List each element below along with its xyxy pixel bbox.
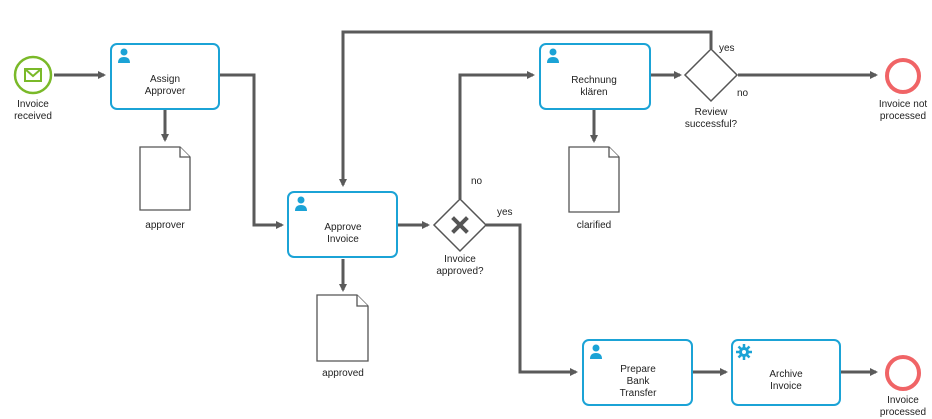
end-event-not-processed-line2: processed	[880, 111, 926, 122]
envelope-icon	[24, 68, 42, 82]
data-object-approved-label: approved	[322, 368, 364, 379]
start-event-label-line1: Invoice	[17, 99, 49, 110]
flow-assign-to-approve	[220, 73, 284, 229]
data-object-approver[interactable]	[139, 146, 191, 211]
user-icon	[118, 48, 130, 63]
task-prepare-bank-transfer-line2: Bank	[627, 376, 651, 387]
data-associations	[161, 109, 598, 292]
task-prepare-bank-transfer[interactable]: Prepare Bank Transfer	[582, 339, 693, 406]
end-event-invoice-not-processed[interactable]	[885, 58, 921, 94]
task-approve-invoice-line1: Approve	[324, 222, 362, 233]
data-object-clarified-label: clarified	[577, 220, 611, 231]
gateway-review-successful-line2: successful?	[685, 119, 738, 130]
flow-gateway-yes-to-prepare	[486, 223, 578, 376]
flow-label-approved-yes: yes	[497, 207, 513, 218]
task-archive-invoice[interactable]: Archive Invoice	[731, 339, 841, 406]
task-prepare-bank-transfer-line1: Prepare	[620, 364, 656, 375]
user-icon	[295, 196, 307, 211]
end-event-invoice-processed[interactable]	[885, 355, 921, 391]
start-event-invoice-received[interactable]	[13, 55, 53, 95]
task-rechnung-klaeren-line1: Rechnung	[571, 75, 617, 86]
data-object-approved[interactable]	[316, 294, 369, 362]
flow-label-review-yes: yes	[719, 43, 735, 54]
task-assign-approver-line1: Assign	[150, 74, 180, 85]
end-event-processed-line1: Invoice	[887, 395, 919, 406]
start-event-label-line2: received	[14, 111, 52, 122]
end-event-processed-line2: processed	[880, 407, 926, 418]
end-event-not-processed-line1: Invoice not	[879, 99, 928, 110]
task-assign-approver[interactable]: Assign Approver	[110, 43, 220, 110]
gateway-invoice-approved-line1: Invoice	[444, 254, 476, 265]
gateway-review-successful-line1: Review	[695, 107, 729, 118]
sequence-flows	[54, 30, 878, 376]
task-rechnung-klaeren-line2: klären	[580, 87, 607, 98]
task-prepare-bank-transfer-line3: Transfer	[620, 388, 658, 399]
x-icon	[451, 216, 469, 234]
task-archive-invoice-line2: Invoice	[770, 381, 802, 392]
task-assign-approver-line2: Approver	[145, 86, 186, 97]
user-icon	[590, 344, 602, 359]
gateway-invoice-approved[interactable]	[432, 197, 488, 253]
task-approve-invoice[interactable]: Approve Invoice	[287, 191, 398, 258]
gateway-invoice-approved-line2: approved?	[436, 266, 484, 277]
flow-label-review-no: no	[737, 88, 749, 99]
flow-gateway-no-to-rechnung	[458, 71, 535, 199]
task-archive-invoice-line1: Archive	[769, 369, 803, 380]
data-object-clarified[interactable]	[568, 146, 620, 213]
gear-icon	[736, 344, 752, 360]
task-approve-invoice-line2: Invoice	[327, 234, 359, 245]
flow-label-approved-no: no	[471, 176, 483, 187]
gateway-review-successful[interactable]	[683, 47, 739, 103]
user-icon	[547, 48, 559, 63]
task-rechnung-klaeren[interactable]: Rechnung klären	[539, 43, 651, 110]
flow-review-yes-to-approve	[339, 30, 713, 187]
data-object-approver-label: approver	[145, 220, 185, 231]
